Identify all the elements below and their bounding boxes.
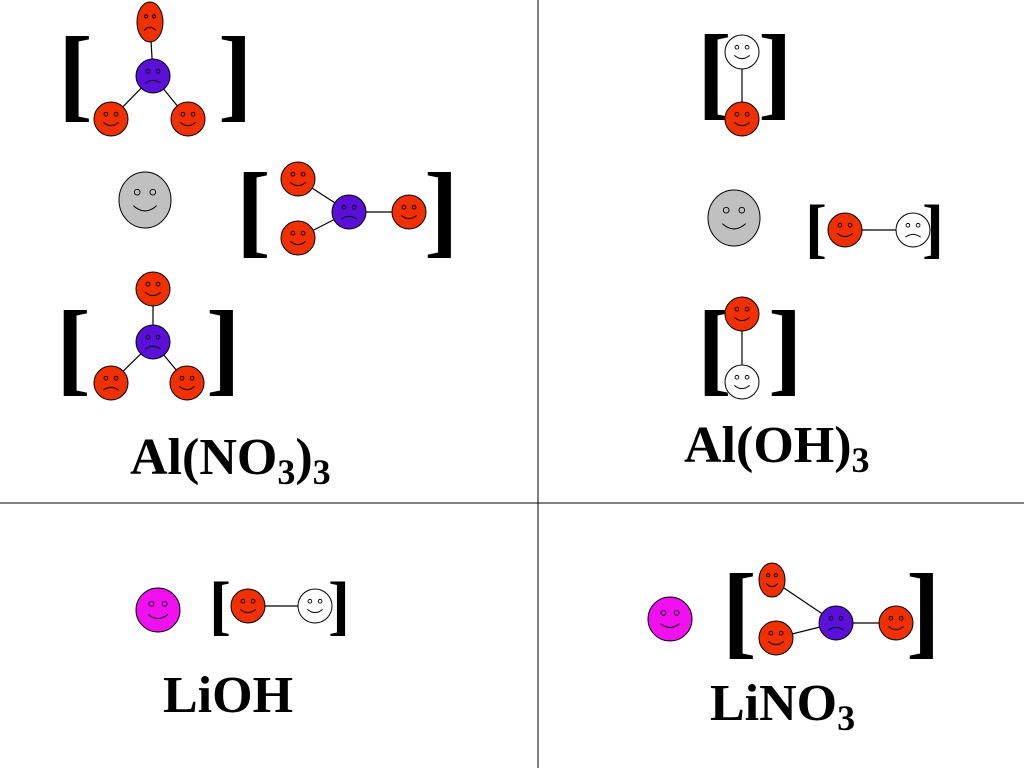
oxygen-atom [827, 212, 863, 248]
oxygen-atom [280, 161, 316, 197]
nitrogen-atom [135, 324, 171, 360]
hydrogen-atom [297, 588, 333, 624]
oxygen-atom [758, 620, 794, 656]
oxygen-atom [93, 101, 129, 137]
oxygen-atom [280, 220, 316, 256]
oxygen-atom [724, 296, 760, 332]
aluminium-ion [707, 189, 761, 247]
bracket-close: ] [424, 152, 459, 267]
nitrate-ion: [ ] [236, 152, 459, 267]
panel-aluminium-nitrate: [ ] [ ] [ ] [56, 1, 459, 492]
bracket-close: ] [218, 16, 253, 131]
hydrogen-atom [724, 364, 760, 400]
oxygen-atom [391, 194, 427, 230]
formula-label: Al(OH)3 [684, 417, 870, 480]
oxygen-atom [724, 101, 760, 137]
bracket-close: ] [206, 290, 241, 405]
oxygen-atom [93, 365, 129, 401]
hydroxide-ion: [ ] [697, 290, 803, 405]
oxygen-atom [758, 562, 786, 598]
panel-aluminium-hydroxide: [ ] [ ] [ ] Al(OH)3 [684, 14, 944, 480]
nitrogen-atom [135, 58, 171, 94]
bracket-open: [ [722, 553, 757, 668]
nitrate-ion: [ ] [58, 1, 253, 137]
hydroxide-ion: [ ] [209, 569, 350, 642]
oxygen-atom [230, 588, 266, 624]
hydroxide-ion: [ ] [805, 192, 944, 265]
nitrogen-atom [331, 194, 367, 230]
lithium-ion [135, 587, 181, 633]
hydrogen-atom [895, 212, 931, 248]
oxygen-atom [136, 1, 164, 43]
nitrate-ion: [ ] [722, 553, 941, 668]
panel-lithium-nitrate: [ ] LiNO3 [647, 553, 941, 738]
nitrate-ion: [ ] [56, 271, 241, 405]
bracket-open: [ [805, 192, 827, 265]
bracket-open: [ [697, 14, 732, 129]
oxygen-atom [135, 271, 171, 307]
panel-lithium-hydroxide: [ ] LiOH [135, 569, 350, 724]
bracket-open: [ [58, 16, 93, 131]
formula-label: LiNO3 [710, 675, 855, 738]
bracket-open: [ [236, 152, 271, 267]
bracket-close: ] [768, 290, 803, 405]
hydroxide-ion: [ ] [697, 14, 793, 137]
bracket-open: [ [56, 290, 91, 405]
bracket-close: ] [758, 14, 793, 129]
formula-label: LiOH [163, 667, 293, 724]
formula-label: Al(NO3)3 [130, 429, 331, 492]
lithium-ion [647, 596, 693, 642]
hydrogen-atom [724, 34, 760, 70]
bracket-close: ] [328, 569, 350, 642]
bracket-close: ] [922, 192, 944, 265]
bracket-open: [ [209, 569, 231, 642]
oxygen-atom [170, 101, 206, 137]
oxygen-atom [878, 605, 914, 641]
bracket-close: ] [906, 553, 941, 668]
nitrogen-atom [818, 605, 854, 641]
aluminium-ion [118, 171, 172, 229]
oxygen-atom [169, 365, 205, 401]
